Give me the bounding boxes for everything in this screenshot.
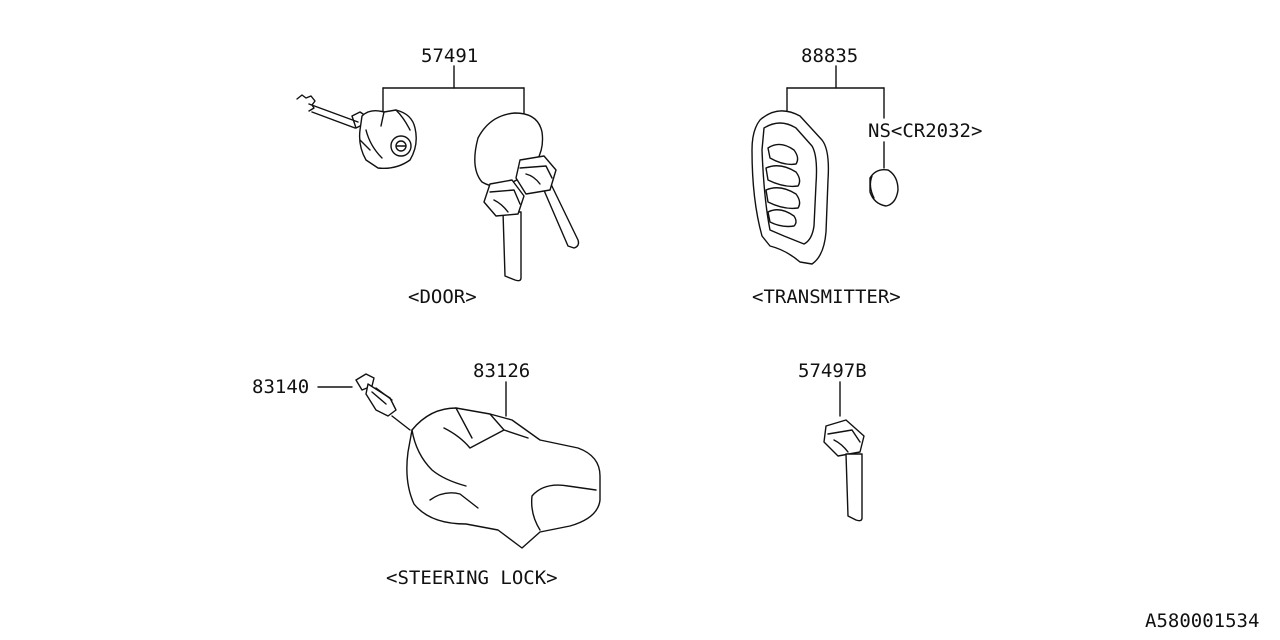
steering-leader-lines (317, 381, 507, 417)
caption-transmitter: <TRANSMITTER> (752, 286, 901, 308)
transmitter-group: 88835 NS<CR2032> <TRANSMITTER> (751, 45, 982, 308)
spare-key-icon[interactable] (823, 419, 865, 522)
steering-lock-group: 83126 83140 <STEERING LOCK> (252, 360, 601, 589)
door-keys-icon[interactable] (474, 112, 580, 282)
steering-lock-body-icon[interactable] (406, 407, 601, 549)
part-number-83126[interactable]: 83126 (473, 360, 530, 382)
part-number-57491[interactable]: 57491 (421, 45, 478, 67)
caption-door: <DOOR> (408, 286, 477, 308)
battery-label[interactable]: NS<CR2032> (868, 120, 982, 142)
part-number-83140[interactable]: 83140 (252, 376, 309, 398)
coin-battery-icon[interactable] (869, 168, 899, 207)
door-group: 57491 <DOOR (296, 45, 580, 308)
part-number-88835[interactable]: 88835 (801, 45, 858, 67)
door-lock-cylinder-icon[interactable] (296, 94, 417, 170)
steering-switch-icon[interactable] (355, 373, 411, 431)
spare-key-group: 57497B (798, 360, 867, 522)
fob-buttons (765, 143, 801, 228)
part-number-57497B[interactable]: 57497B (798, 360, 867, 382)
door-leader-lines (382, 65, 525, 114)
transmitter-leader-lines (786, 65, 885, 169)
caption-steering-lock: <STEERING LOCK> (386, 567, 558, 589)
diagram-id: A580001534 (1145, 610, 1259, 632)
key-fob-icon[interactable] (751, 110, 830, 265)
